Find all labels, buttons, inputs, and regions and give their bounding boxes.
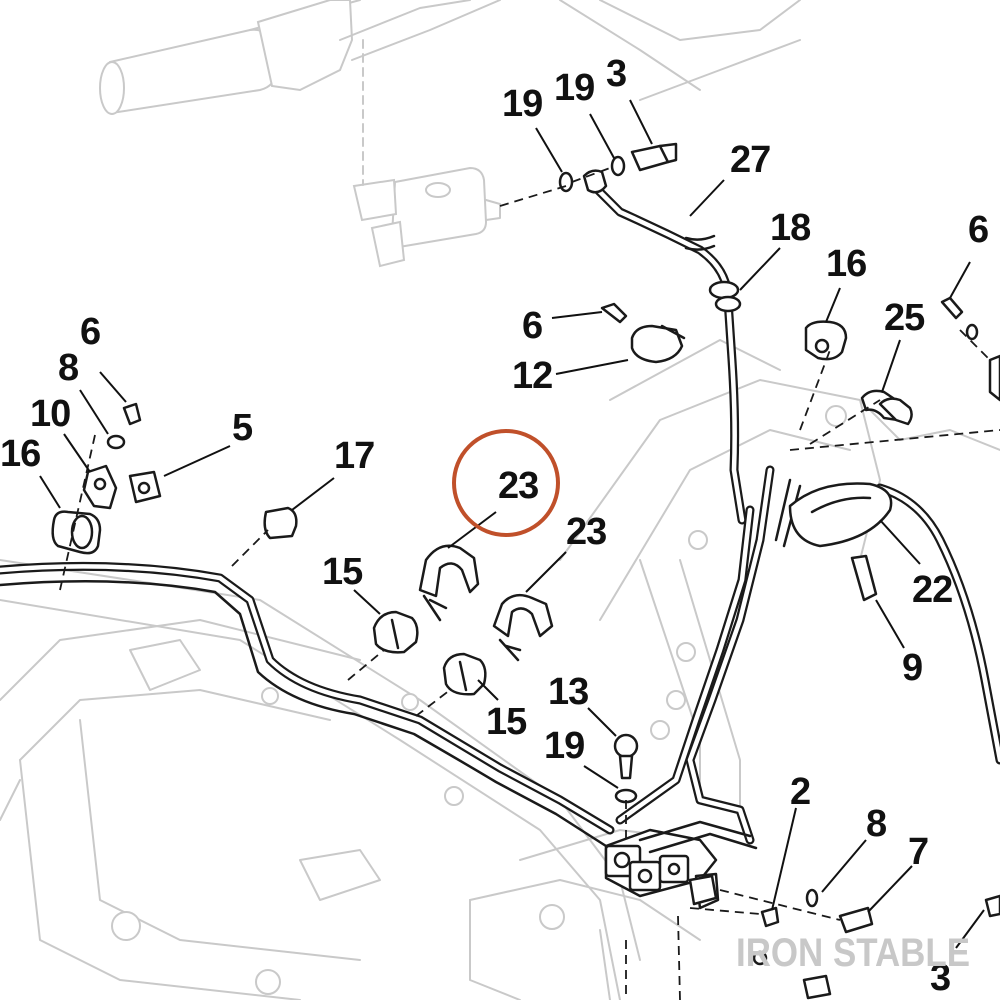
callout-19: 19 [502, 83, 542, 125]
p-clamp-icon [630, 324, 684, 364]
washer-icon [805, 888, 819, 908]
callout-3: 3 [606, 53, 626, 95]
handlebar-grip-icon [99, 0, 801, 115]
callout-3: 3 [930, 957, 950, 999]
bolt-icon [838, 906, 874, 934]
bleeder-screw-icon [850, 554, 878, 602]
callout-23-highlighted: 23 [498, 465, 538, 507]
hose-grommet-icon [708, 280, 740, 300]
callout-labels: 19 19 3 27 18 16 6 25 6 12 6 8 10 16 5 1… [0, 53, 989, 999]
master-cylinder-icon [352, 39, 501, 268]
screw-icon [760, 906, 780, 928]
callout-15: 15 [486, 701, 527, 743]
callout-19: 19 [544, 725, 584, 767]
callout-15: 15 [322, 551, 363, 593]
callout-17: 17 [334, 435, 374, 477]
screw-icon [613, 733, 639, 759]
callout-6: 6 [968, 209, 988, 251]
grommet-icon [442, 652, 487, 696]
callout-16: 16 [826, 243, 866, 285]
bolt-icon [984, 894, 1000, 918]
washer-icon [558, 171, 574, 193]
callout-22: 22 [912, 569, 952, 611]
leader-lines [39, 99, 985, 949]
callout-8: 8 [58, 347, 78, 389]
screw-icon [940, 296, 964, 320]
watermark-text: IRON STABLE [736, 931, 970, 975]
callout-8: 8 [866, 803, 886, 845]
saddle-clamp-icon [492, 593, 554, 638]
assembly-lines [59, 167, 1000, 1000]
screw-icon [122, 402, 142, 426]
callout-13: 13 [548, 671, 588, 713]
highlight-circle [452, 429, 560, 537]
frame-icon [0, 339, 1000, 1000]
washer-icon [106, 434, 126, 450]
callout-12: 12 [512, 355, 552, 397]
washer-icon [965, 323, 979, 341]
callout-27: 27 [730, 139, 770, 181]
callout-25: 25 [884, 297, 925, 339]
callout-18: 18 [770, 207, 810, 249]
callout-2: 2 [790, 771, 810, 813]
screw-icon [600, 302, 628, 324]
line-clip-icon [263, 506, 298, 540]
callout-19: 19 [554, 67, 594, 109]
callout-6: 6 [80, 311, 100, 353]
callout-5: 5 [232, 407, 253, 449]
banjo-fitting-icon [582, 169, 608, 194]
parts [51, 142, 1000, 1000]
brake-lines [0, 185, 1000, 910]
callout-10: 10 [30, 393, 70, 435]
callout-6: 6 [522, 305, 542, 347]
callout-9: 9 [902, 647, 922, 689]
callout-7: 7 [908, 831, 928, 873]
saddle-clamp-icon [418, 544, 480, 598]
callout-23: 23 [566, 511, 606, 553]
washer-icon [610, 155, 626, 177]
callout-16: 16 [0, 433, 40, 475]
